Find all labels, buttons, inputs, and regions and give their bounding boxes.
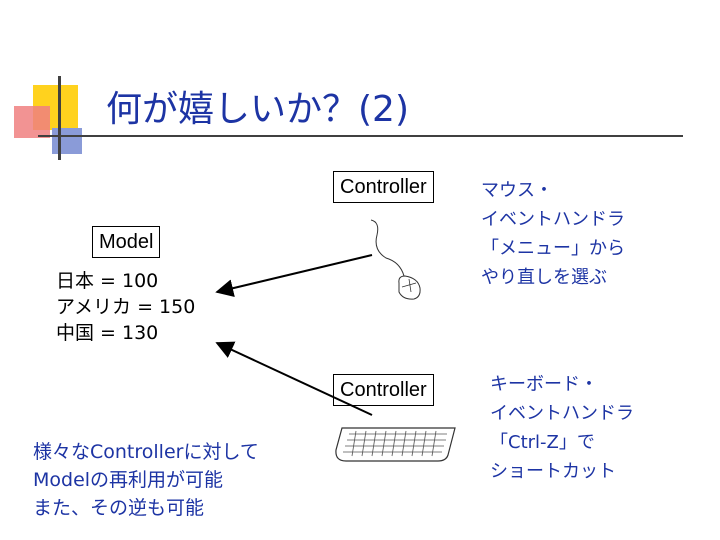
model-value-china: 中国 = 130 bbox=[56, 322, 159, 344]
mouse-desc-line: やり直しを選ぶ bbox=[481, 267, 607, 288]
mouse-icon bbox=[370, 219, 421, 300]
slide-title: 何が嬉しいか？(2) bbox=[106, 89, 409, 130]
reuse-note: 様々なControllerに対して Modelの再利用が可能 また、その逆も可能 bbox=[33, 438, 259, 522]
keyboard-desc-line: ショートカット bbox=[490, 461, 616, 482]
decor-vertical-line bbox=[58, 76, 61, 160]
mouse-desc-line: 「メニュー」から bbox=[481, 238, 625, 259]
mouse-desc-line: マウス・ bbox=[481, 180, 553, 201]
mouse-desc-line: イベントハンドラ bbox=[481, 209, 625, 230]
keyboard-handler-description: キーボード・ イベントハンドラ 「Ctrl-Z」で ショートカット bbox=[490, 370, 634, 486]
controller-bottom-box: Controller bbox=[333, 374, 434, 406]
mouse-handler-description: マウス・ イベントハンドラ 「メニュー」から やり直しを選ぶ bbox=[481, 176, 625, 292]
keyboard-desc-line: キーボード・ bbox=[490, 374, 598, 395]
keyboard-desc-line: イベントハンドラ bbox=[490, 403, 634, 424]
model-box: Model bbox=[92, 226, 161, 258]
model-value-america: アメリカ = 150 bbox=[56, 296, 196, 318]
controller-top-box: Controller bbox=[333, 171, 434, 203]
title-underline bbox=[38, 135, 683, 137]
note-line: 様々なControllerに対して bbox=[33, 441, 259, 463]
decor-blue-square bbox=[52, 128, 82, 154]
model-value-japan: 日本 = 100 bbox=[56, 270, 159, 292]
note-line: また、その逆も可能 bbox=[33, 497, 205, 519]
model-values-list: 日本 = 100 アメリカ = 150 中国 = 130 bbox=[56, 268, 195, 346]
note-line: Modelの再利用が可能 bbox=[33, 469, 224, 491]
decor-red-square bbox=[14, 106, 50, 138]
keyboard-icon bbox=[335, 427, 456, 462]
arrow-mouse-to-model bbox=[215, 254, 373, 297]
keyboard-desc-line: 「Ctrl-Z」で bbox=[490, 432, 595, 453]
